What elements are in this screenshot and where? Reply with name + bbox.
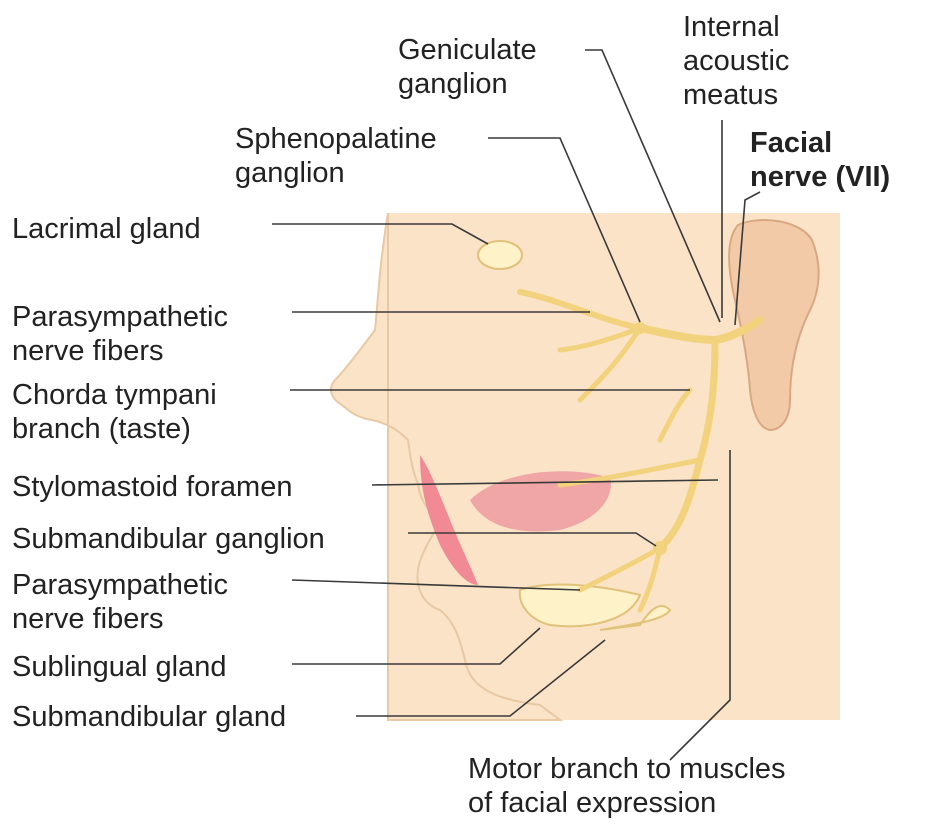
label-stylomastoid-foramen: Stylomastoid foramen — [12, 470, 292, 504]
label-parasym1-line1: Parasympathetic — [12, 300, 228, 334]
label-lacrimal-gland: Lacrimal gland — [12, 212, 201, 246]
label-motor-branch: Motor branch to muscles of facial expres… — [468, 752, 786, 820]
label-chorda-line1: Chorda tympani — [12, 378, 217, 412]
label-geniculate-line1: Geniculate — [398, 33, 537, 67]
label-facial-nerve: Facial nerve (VII) — [750, 126, 890, 194]
label-parasym2-line1: Parasympathetic — [12, 568, 228, 602]
lacrimal-gland-shape — [478, 241, 522, 269]
label-submandibular-gland: Submandibular gland — [12, 700, 286, 734]
label-parasympathetic-fibers-1: Parasympathetic nerve fibers — [12, 300, 228, 368]
label-sphenopalatine-line1: Sphenopalatine — [235, 122, 437, 156]
label-sphenopalatine-line2: ganglion — [235, 156, 437, 190]
label-motor-line1: Motor branch to muscles — [468, 752, 786, 786]
sphenopalatine-ganglion-dot — [634, 322, 646, 334]
label-internal-line1: Internal — [683, 10, 789, 44]
label-motor-line2: of facial expression — [468, 786, 786, 820]
label-parasym1-line2: nerve fibers — [12, 334, 228, 368]
label-chorda-line2: branch (taste) — [12, 412, 217, 446]
label-sublingual-gland: Sublingual gland — [12, 650, 226, 684]
label-sphenopalatine-ganglion: Sphenopalatine ganglion — [235, 122, 437, 190]
label-internal-line3: meatus — [683, 78, 789, 112]
label-parasym2-line2: nerve fibers — [12, 602, 228, 636]
label-parasympathetic-fibers-2: Parasympathetic nerve fibers — [12, 568, 228, 636]
label-geniculate-ganglion: Geniculate ganglion — [398, 33, 537, 101]
label-facial-line2: nerve (VII) — [750, 160, 890, 194]
submandibular-ganglion-dot — [653, 541, 667, 555]
label-internal-line2: acoustic — [683, 44, 789, 78]
label-chorda-tympani: Chorda tympani branch (taste) — [12, 378, 217, 446]
label-submandibular-ganglion: Submandibular ganglion — [12, 522, 325, 556]
label-internal-acoustic-meatus: Internal acoustic meatus — [683, 10, 789, 112]
label-facial-line1: Facial — [750, 126, 890, 160]
label-geniculate-line2: ganglion — [398, 67, 537, 101]
